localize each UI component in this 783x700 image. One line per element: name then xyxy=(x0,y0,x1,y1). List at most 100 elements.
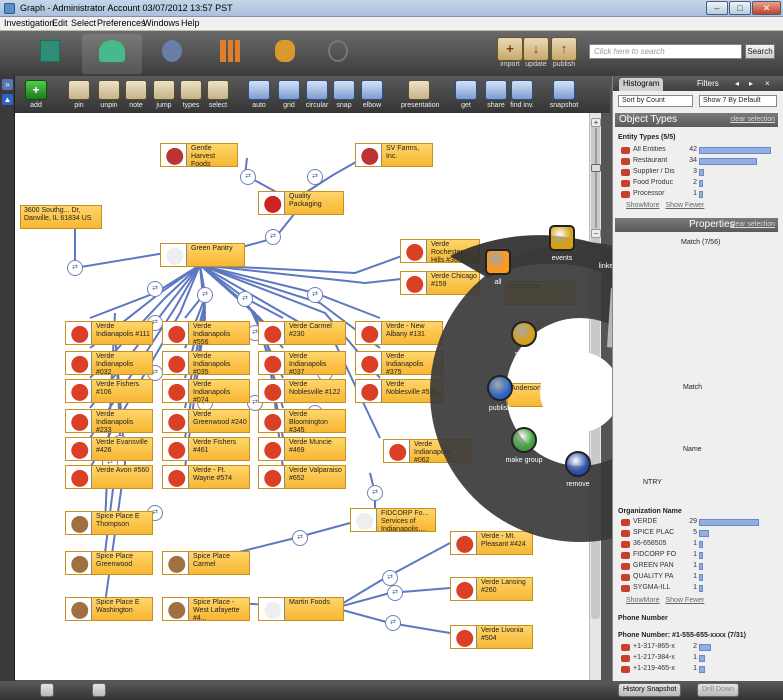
zoom-knob[interactable] xyxy=(591,164,601,172)
graph-node[interactable]: Verde Valparaiso #652 xyxy=(258,465,346,489)
minimize-button[interactable]: – xyxy=(706,1,728,15)
circular-button[interactable] xyxy=(306,80,328,100)
snap-button[interactable] xyxy=(333,80,355,100)
panel-close-icon[interactable]: × xyxy=(765,79,770,88)
update-button[interactable]: ↓ xyxy=(523,37,549,61)
relationship-icon[interactable]: ⇄ xyxy=(67,260,83,276)
snapshot-button[interactable] xyxy=(553,80,575,100)
graph-node[interactable]: Anderson's xyxy=(507,383,577,407)
org-show-more-link[interactable]: ShowMore xyxy=(626,597,660,604)
org-show-fewer-link[interactable]: Show Fewer xyxy=(665,597,705,604)
menu-windows[interactable]: Windows xyxy=(143,18,180,28)
tab-documents[interactable] xyxy=(20,34,80,74)
relationship-icon[interactable]: ⇄ xyxy=(265,229,281,245)
graph-node[interactable]: 3600 Southg... Dr, Danville, IL 61834 US xyxy=(20,205,102,229)
graph-node[interactable]: Quality Packaging xyxy=(258,191,344,215)
relationship-icon[interactable]: ⇄ xyxy=(197,287,213,303)
entity-types-group[interactable]: Entity Types (5/5) xyxy=(618,134,676,141)
graph-node[interactable]: Verde Rochester Hills #36... xyxy=(400,239,480,263)
zoom-out-icon[interactable]: – xyxy=(591,229,601,238)
graph-node[interactable]: Verde Muncie #469 xyxy=(258,437,346,461)
graph-node[interactable]: Verde - Mt. Pleasant #424 xyxy=(450,531,533,555)
drill-down-button[interactable]: Drill Down xyxy=(697,683,739,697)
graph-node[interactable]: Gentle Harvest Foods xyxy=(160,143,238,167)
history-snapshot-button[interactable]: History Snapshot xyxy=(618,683,682,697)
expand-left-icon[interactable]: » xyxy=(2,79,13,90)
graph-node[interactable]: Verde Indianapolis #074 xyxy=(162,379,250,403)
relationship-icon[interactable]: ⇄ xyxy=(387,585,403,601)
graph-node[interactable]: Verde Fishers #106 xyxy=(65,379,153,403)
relationship-icon[interactable]: ⇄ xyxy=(307,169,323,185)
close-button[interactable]: ✕ xyxy=(752,1,781,15)
relationship-icon[interactable]: ⇄ xyxy=(292,530,308,546)
relationship-icon[interactable]: ⇄ xyxy=(307,287,323,303)
graph-node[interactable]: Verde Noblesville #122 xyxy=(258,379,346,403)
menu-select[interactable]: Select xyxy=(71,18,97,28)
relationship-icon[interactable]: ⇄ xyxy=(367,485,383,501)
graph-node[interactable]: Verde Greenwood #240 xyxy=(162,409,250,433)
share-button[interactable] xyxy=(485,80,507,100)
entity-show-more-link[interactable]: ShowMore xyxy=(626,202,660,209)
graph-node[interactable]: Verde Indianapolis #233 xyxy=(65,409,153,433)
graph-node[interactable]: FIDCORP Fo... Services of Indianapolis,.… xyxy=(350,508,436,532)
search-input[interactable]: Click here to search xyxy=(589,44,742,59)
grid-button[interactable] xyxy=(278,80,300,100)
relationship-icon[interactable]: ⇄ xyxy=(382,570,398,586)
menu-edit[interactable]: Edit xyxy=(52,18,68,28)
tab-charts[interactable] xyxy=(200,34,260,74)
link-icon[interactable] xyxy=(40,683,54,697)
note-button[interactable] xyxy=(125,80,147,100)
target-icon[interactable] xyxy=(549,225,575,251)
graph-node[interactable]: Spice Place E Washington xyxy=(65,597,153,621)
match-filter[interactable]: Match (7/56) xyxy=(681,239,721,246)
graph-node[interactable]: Verde Fishers #461 xyxy=(162,437,250,461)
phone-number-group[interactable]: Phone Number xyxy=(618,615,668,622)
properties-clear-link[interactable]: clear selection xyxy=(730,221,775,228)
maximize-button[interactable]: □ xyxy=(729,1,751,15)
import-button[interactable]: + xyxy=(497,37,523,61)
remove-icon[interactable] xyxy=(565,451,591,477)
types-button[interactable] xyxy=(180,80,202,100)
globe-small-icon[interactable] xyxy=(92,683,106,697)
add-button[interactable]: + xyxy=(25,80,47,100)
show-count-select[interactable]: Show 7 By Default xyxy=(699,95,777,107)
tab-database[interactable] xyxy=(255,34,315,74)
organization-name-group[interactable]: Organization Name xyxy=(618,508,682,515)
menu-investigation[interactable]: Investigation xyxy=(4,18,55,28)
sort-select[interactable]: Sort by Count xyxy=(618,95,693,107)
object-types-clear-link[interactable]: clear selection xyxy=(730,116,775,123)
graph-node[interactable]: Spice Place Greenwood xyxy=(65,551,153,575)
graph-node[interactable]: Verde Carmel #230 xyxy=(258,321,346,345)
entity-show-fewer-link[interactable]: Show Fewer xyxy=(665,202,705,209)
radial-menu-label[interactable]: make group xyxy=(505,457,543,464)
select-icon[interactable] xyxy=(511,321,537,347)
graph-node[interactable]: Verde Indianapolis #375 xyxy=(355,351,443,375)
relationship-icon[interactable]: ⇄ xyxy=(147,281,163,297)
graph-node[interactable]: Green Pantry xyxy=(160,243,245,267)
prev-tab-icon[interactable]: ◂ xyxy=(735,79,740,88)
elbow-button[interactable] xyxy=(361,80,383,100)
graph-node[interactable]: Martin Foods xyxy=(258,597,344,621)
presentation-button[interactable] xyxy=(408,80,430,100)
graph-node[interactable]: Spice Place E Thompson xyxy=(65,511,153,535)
radial-menu-label[interactable]: all xyxy=(494,279,502,286)
graph-node[interactable]: Verde Lansing #260 xyxy=(450,577,533,601)
graph-node[interactable]: Verde Indianapolis #111 xyxy=(65,321,153,345)
search-button[interactable]: Search xyxy=(745,44,775,59)
menu-preferences[interactable]: Preferences xyxy=(97,18,146,28)
graph-node[interactable]: Verde Indianapolis #035 xyxy=(162,351,250,375)
auto-button[interactable] xyxy=(248,80,270,100)
radial-menu-label[interactable]: events xyxy=(551,255,573,262)
pointer-icon[interactable]: ▲ xyxy=(2,94,13,105)
radial-menu-label[interactable]: remove xyxy=(566,481,590,488)
tab-ontology[interactable] xyxy=(308,34,368,74)
graph-node[interactable]: Verde Avon #560 xyxy=(65,465,153,489)
menu-help[interactable]: Help xyxy=(181,18,200,28)
